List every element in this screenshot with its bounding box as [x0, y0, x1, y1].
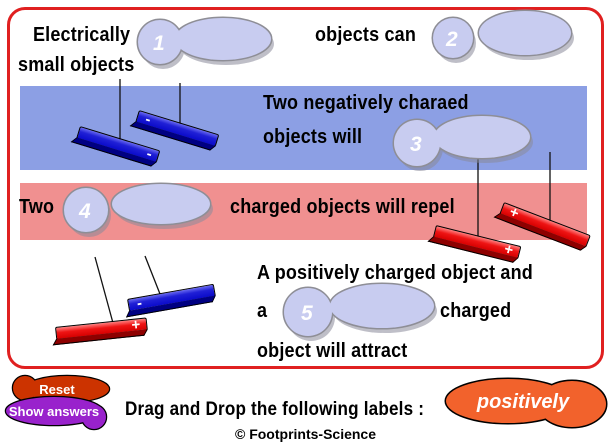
sentence1-part1: Electrically	[33, 24, 131, 46]
blank-5-number: 5	[301, 302, 313, 325]
copyright-text: © Footprints-Science	[235, 426, 376, 442]
answer-blank-4[interactable]: 4	[57, 182, 217, 237]
minus-sign: -	[144, 144, 155, 163]
activity-border	[7, 7, 604, 369]
blue-band-line2: objects will	[263, 126, 363, 148]
answer-blank-1[interactable]: 1	[131, 16, 281, 69]
blank-4-number: 4	[78, 200, 91, 223]
pink-band-part2: charged objects will repel	[230, 196, 455, 218]
reset-button[interactable]: Reset	[5, 373, 113, 409]
blue-band-line1: Two negatively charaed	[263, 92, 469, 114]
sentence1-part2: objects can	[315, 24, 417, 46]
blank-2-number: 2	[445, 28, 458, 51]
draggable-label-positively[interactable]: positively	[440, 374, 610, 429]
show-answers-button[interactable]: Show answers	[2, 395, 114, 433]
show-answers-button-label: Show answers	[9, 404, 99, 419]
attract-line2-part1: a	[257, 300, 268, 322]
blank-1-number: 1	[153, 32, 165, 55]
attract-line1: A positively charged object and	[257, 262, 533, 284]
plus-sign: +	[130, 315, 142, 334]
answer-blank-3[interactable]: 3	[388, 114, 538, 171]
drag-drop-instruction: Drag and Drop the following labels :	[125, 399, 425, 420]
sentence1-part3: small objects	[18, 54, 135, 76]
attract-line2-part2: charged	[440, 300, 512, 322]
attract-line3: object will attract	[257, 340, 408, 362]
blank-3-number: 3	[410, 133, 422, 156]
answer-blank-5[interactable]: 5	[280, 282, 440, 341]
minus-sign: -	[143, 110, 154, 128]
answer-blank-2[interactable]: 2	[428, 9, 578, 66]
draggable-label-text: positively	[476, 391, 570, 413]
reset-button-label: Reset	[39, 382, 75, 397]
pink-band-part1: Two	[19, 196, 55, 218]
minus-sign: -	[135, 294, 144, 312]
